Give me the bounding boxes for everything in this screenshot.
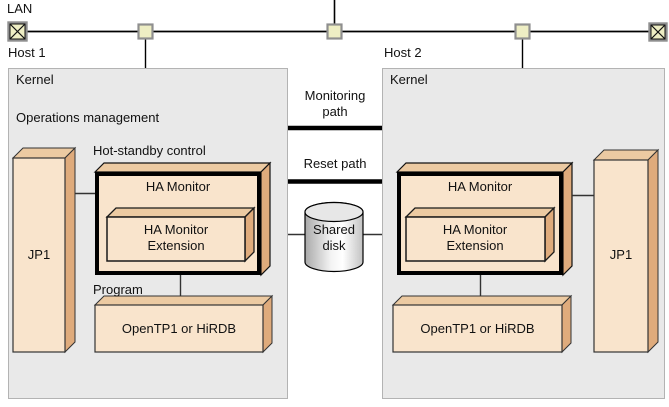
host1-ha-monitor-extension-label: HA Monitor Extension: [143, 222, 209, 253]
lan-terminator-left-icon: [7, 21, 28, 42]
host1-program-label: Program: [93, 282, 143, 297]
host2-middleware-box: [391, 294, 573, 354]
reset-path-label: Reset path: [303, 156, 367, 171]
host1-middleware-box: [93, 294, 274, 354]
host1-kernel-label: Kernel: [16, 72, 54, 87]
host2-jp1-label: JP1: [609, 247, 633, 262]
host1-ha-monitor-extension-box: [105, 206, 256, 263]
host1-hot-standby-label: Hot-standby control: [93, 143, 206, 158]
host2-ha-monitor-extension-box: [404, 206, 556, 263]
host2-ha-monitor-label: HA Monitor: [447, 179, 513, 194]
host1-ha-monitor-label: HA Monitor: [145, 179, 211, 194]
lan-terminator-right-icon: [648, 22, 668, 42]
host1-middleware-label: OpenTP1 or HiRDB: [121, 321, 237, 336]
host2-jp1-box: [592, 148, 660, 354]
host2-kernel-label: Kernel: [390, 72, 428, 87]
lan-label: LAN: [7, 1, 33, 16]
host2-ha-monitor-extension-label: HA Monitor Extension: [442, 222, 508, 253]
host1-operations-management-label: Operations management: [16, 110, 160, 125]
shared-disk-cylinder-icon: [304, 201, 364, 273]
host1-label: Host 1: [8, 45, 46, 60]
monitoring-path-label: Monitoring path: [304, 88, 366, 119]
host1-lan-connector-icon: [137, 23, 154, 40]
trunk-lan-connector-icon: [326, 23, 343, 40]
host2-middleware-label: OpenTP1 or HiRDB: [420, 321, 535, 336]
shared-disk-label: Shared disk: [313, 222, 355, 253]
host2-label: Host 2: [384, 45, 422, 60]
host1-jp1-label: JP1: [27, 247, 51, 262]
host1-jp1-box: [11, 146, 77, 354]
host2-lan-connector-icon: [514, 23, 531, 40]
